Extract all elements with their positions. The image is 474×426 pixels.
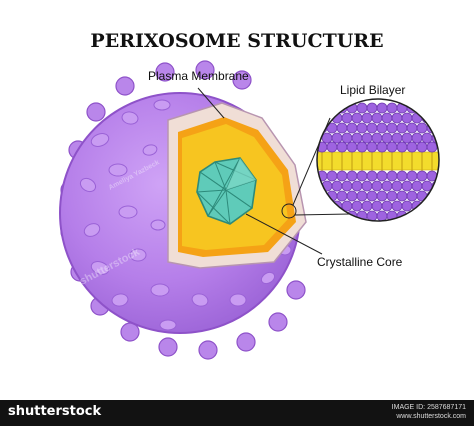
zoom-line-bottom [294,213,351,216]
footer-image-id: IMAGE ID: 2587687171 [391,404,466,411]
diagram-title: PERIXOSOME STRUCTURE [90,30,383,52]
plasma-membrane-leader [197,87,225,119]
lipid-tails [317,151,439,171]
crystalline-core-leader [245,213,323,255]
bilayer-zoom-marker [281,203,297,219]
lipid-bilayer-label: Lipid Bilayer [340,83,405,97]
crystalline-core-label: Crystalline Core [317,255,403,269]
crystalline-core [196,157,257,225]
footer-bar: shutterstock IMAGE ID: 2587687171 www.sh… [0,400,474,426]
lipid-bilayer-inset [317,99,439,221]
lipid-bilayer-lens-border [316,98,440,222]
lipid-heads-bottom [317,170,439,221]
footer-site: www.shutterstock.com [396,413,466,420]
plasma-membrane-label: Plasma Membrane [148,69,249,83]
lipid-heads-top [317,102,439,153]
footer-brand-logo: shutterstock [8,404,102,419]
footer-image-info: IMAGE ID: 2587687171 www.shutterstock.co… [392,403,466,421]
